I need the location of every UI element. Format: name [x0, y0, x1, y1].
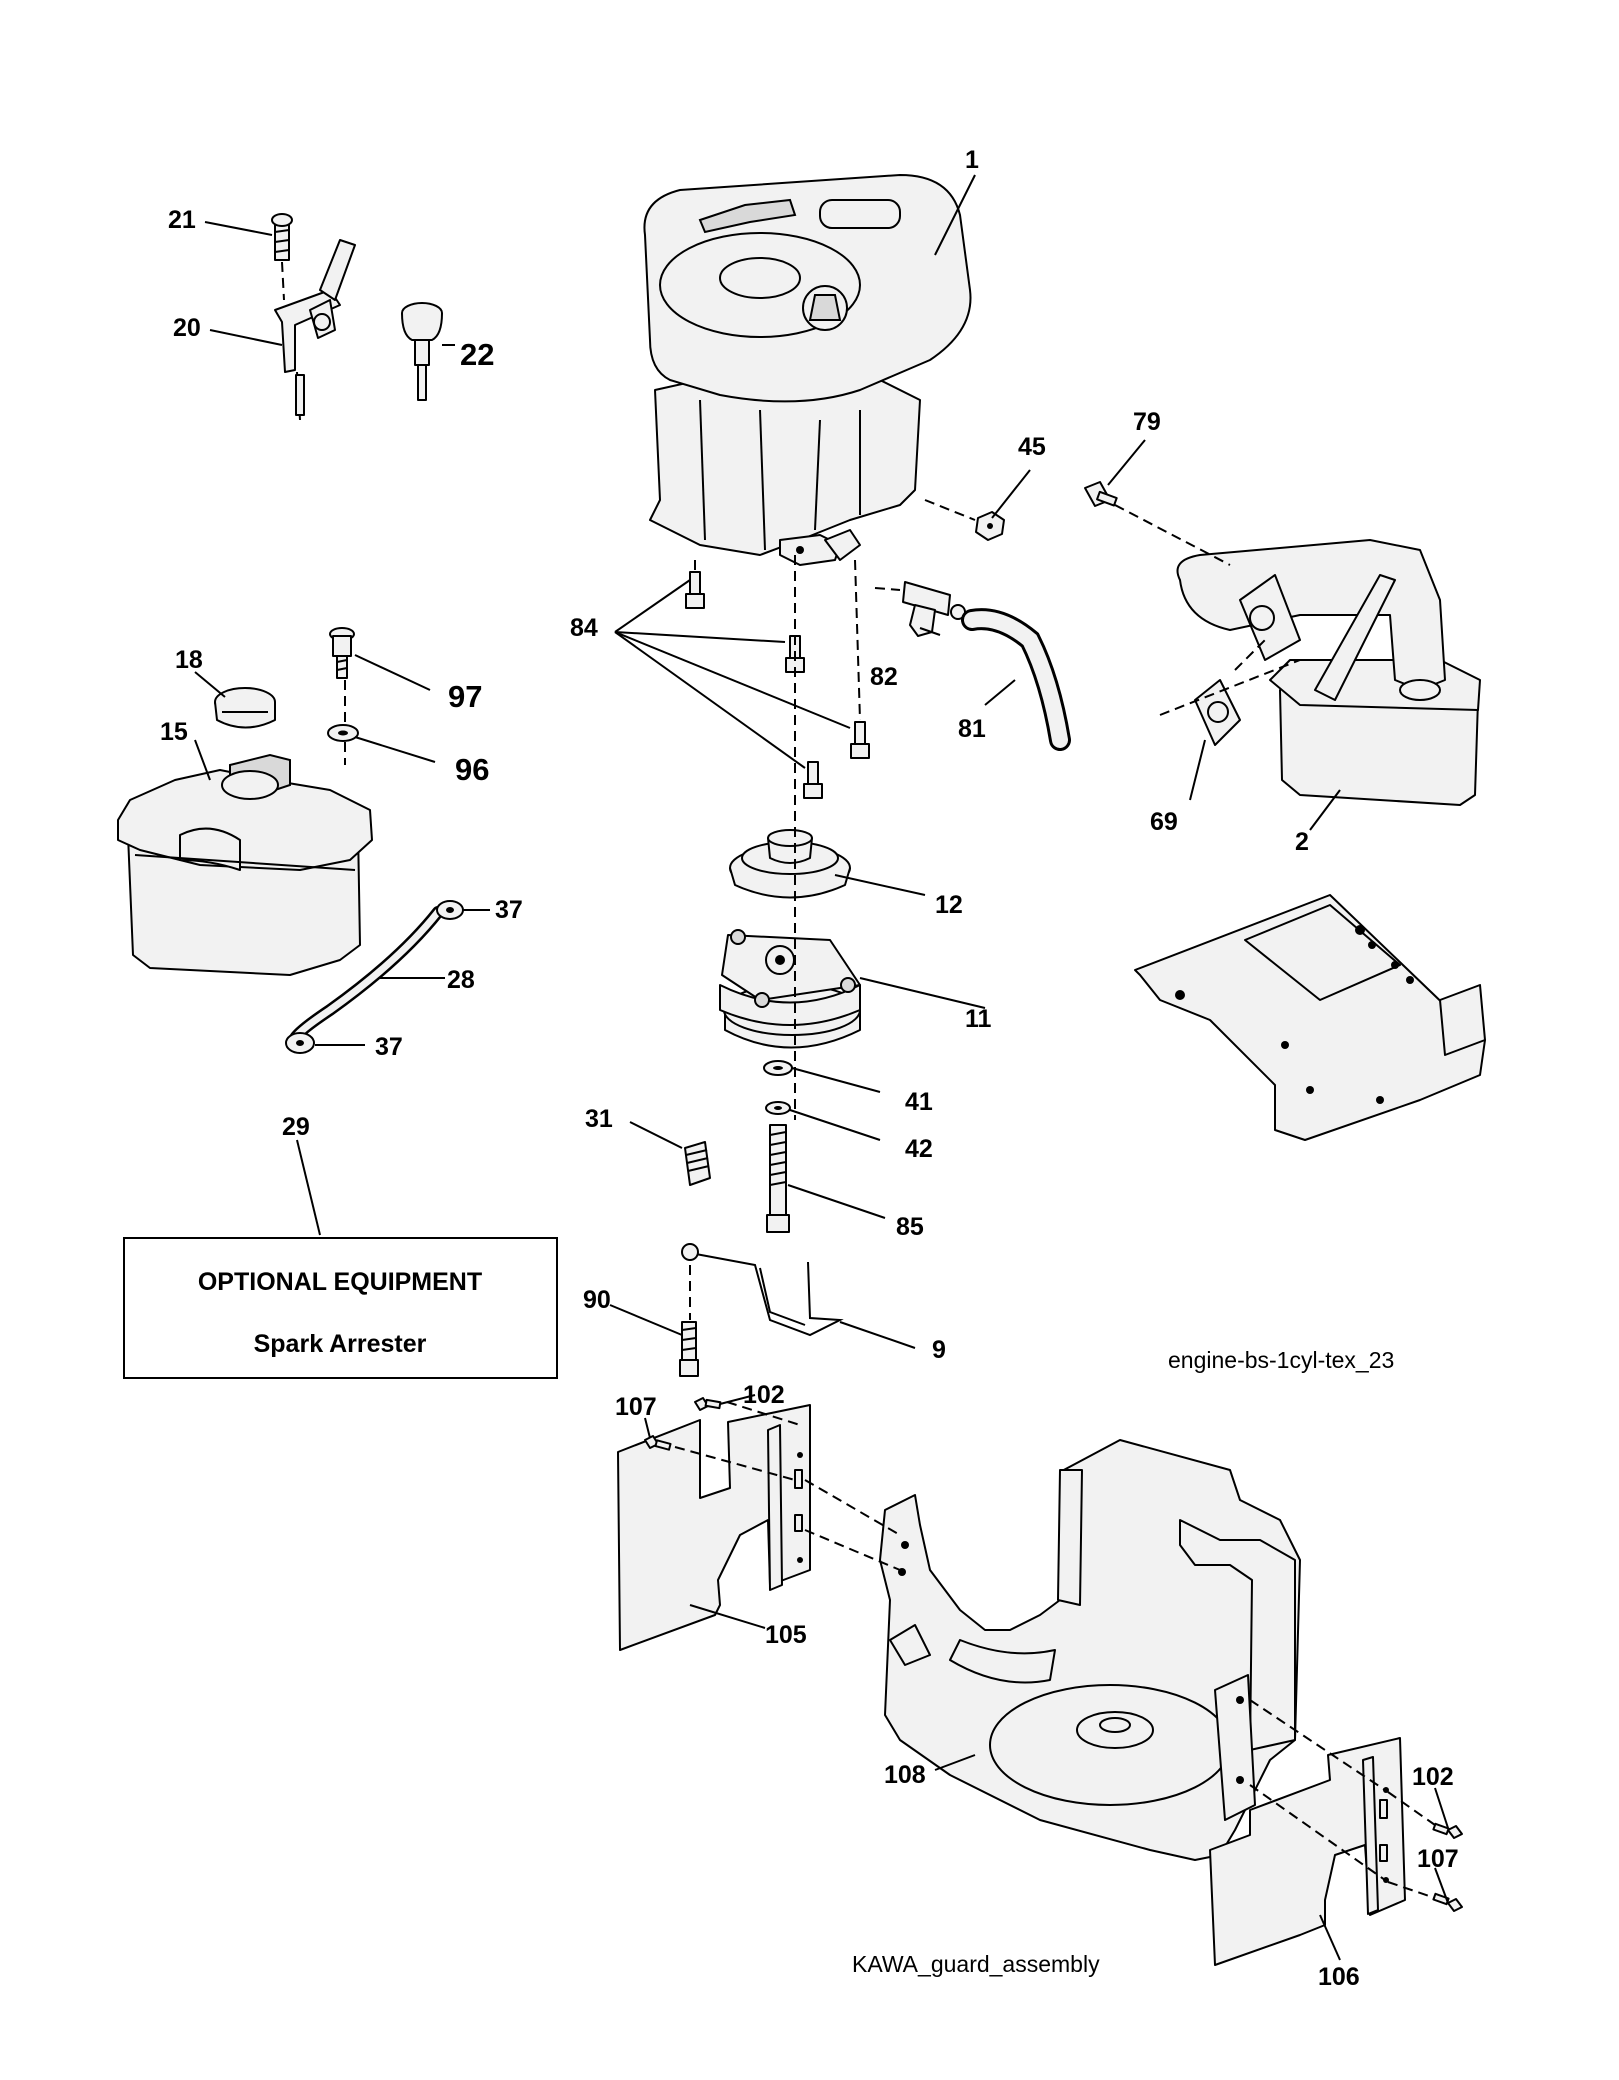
fuel-line-part — [961, 608, 1071, 751]
bolt-84-c-part — [850, 721, 870, 759]
callout-105: 105 — [765, 1621, 807, 1649]
engine-part — [643, 174, 972, 566]
callout-85: 85 — [896, 1213, 924, 1241]
callout-20: 20 — [173, 314, 201, 342]
muffler-part — [1176, 539, 1481, 806]
throttle-control-part — [274, 239, 356, 421]
bolt-84-d-part — [803, 761, 823, 799]
callout-18: 18 — [175, 646, 203, 674]
rod-9-part — [681, 1243, 844, 1337]
callout-108: 108 — [884, 1761, 926, 1789]
callout-82: 82 — [870, 663, 898, 691]
washer-96-part — [327, 724, 359, 742]
callout-12: 12 — [935, 891, 963, 919]
callout-81: 81 — [958, 715, 986, 743]
washer-42-part — [765, 1101, 791, 1115]
callout-84: 84 — [570, 614, 598, 642]
engine-reference-label: engine-bs-1cyl-tex_23 — [1168, 1347, 1394, 1373]
optional-equipment-box — [123, 1237, 558, 1379]
callout-11: 11 — [965, 1005, 992, 1033]
bolt-85-part — [766, 1124, 790, 1233]
shield-106-part — [1209, 1737, 1406, 1966]
callout-21: 21 — [168, 206, 196, 234]
callout-79: 79 — [1133, 408, 1161, 436]
washer-41-part — [763, 1060, 793, 1076]
callout-31: 31 — [585, 1105, 613, 1133]
callout-107-top: 107 — [615, 1393, 657, 1421]
callout-28: 28 — [447, 966, 475, 994]
callout-1: 1 — [965, 146, 979, 174]
callout-9: 9 — [932, 1336, 946, 1364]
engine-mount-plate — [1134, 894, 1486, 1141]
screw-79-part — [1084, 481, 1118, 507]
leader-lines — [194, 174, 1449, 1961]
screw-102-bottom-part — [1432, 1822, 1463, 1839]
callout-97: 97 — [448, 679, 482, 714]
callout-29: 29 — [282, 1113, 310, 1141]
optional-equipment-subtitle: Spark Arrester — [254, 1330, 427, 1358]
fuel-tank-part — [117, 753, 373, 976]
gasket-part — [1194, 679, 1241, 746]
screw-21-part — [271, 213, 293, 301]
guard-108-part — [879, 1439, 1301, 1861]
callout-labels: 1 21 20 22 79 45 84 18 97 82 15 81 96 69… — [160, 146, 1459, 1991]
clutch-part — [719, 929, 861, 1049]
callout-15: 15 — [160, 718, 188, 746]
guard-reference-label: KAWA_guard_assembly — [852, 1951, 1100, 1977]
callout-45: 45 — [1018, 433, 1046, 461]
callout-2: 2 — [1295, 828, 1309, 856]
fuel-valve-part — [902, 581, 966, 637]
callout-69: 69 — [1150, 808, 1178, 836]
callout-37-bottom: 37 — [375, 1033, 403, 1061]
callout-90: 90 — [583, 1286, 611, 1314]
assembly-lines — [674, 499, 1436, 1899]
callout-107-bottom: 107 — [1417, 1845, 1459, 1873]
bolt-97-part — [329, 627, 355, 679]
fuel-hose-part — [289, 906, 444, 1044]
callout-102-top: 102 — [743, 1381, 785, 1409]
clamp-37-bottom-part — [285, 1032, 315, 1054]
callout-96: 96 — [455, 752, 489, 787]
callout-22: 22 — [460, 337, 494, 372]
optional-equipment-title: OPTIONAL EQUIPMENT — [198, 1268, 482, 1296]
callout-106: 106 — [1318, 1963, 1360, 1991]
spring-31-part — [684, 1141, 711, 1186]
callout-41: 41 — [905, 1088, 933, 1116]
callout-42: 42 — [905, 1135, 933, 1163]
pulley-part — [729, 829, 851, 899]
fuel-cap-part — [214, 687, 276, 729]
clamp-37-top-part — [436, 900, 464, 920]
screw-102-top-part — [694, 1397, 722, 1411]
callout-102-bottom: 102 — [1412, 1763, 1454, 1791]
knob-22-part — [401, 302, 443, 401]
callout-37-top: 37 — [495, 896, 523, 924]
bolt-90-part — [679, 1321, 699, 1377]
bolt-84-a-part — [685, 571, 705, 609]
shield-105-part — [617, 1404, 811, 1651]
nut-45-part — [975, 511, 1005, 541]
